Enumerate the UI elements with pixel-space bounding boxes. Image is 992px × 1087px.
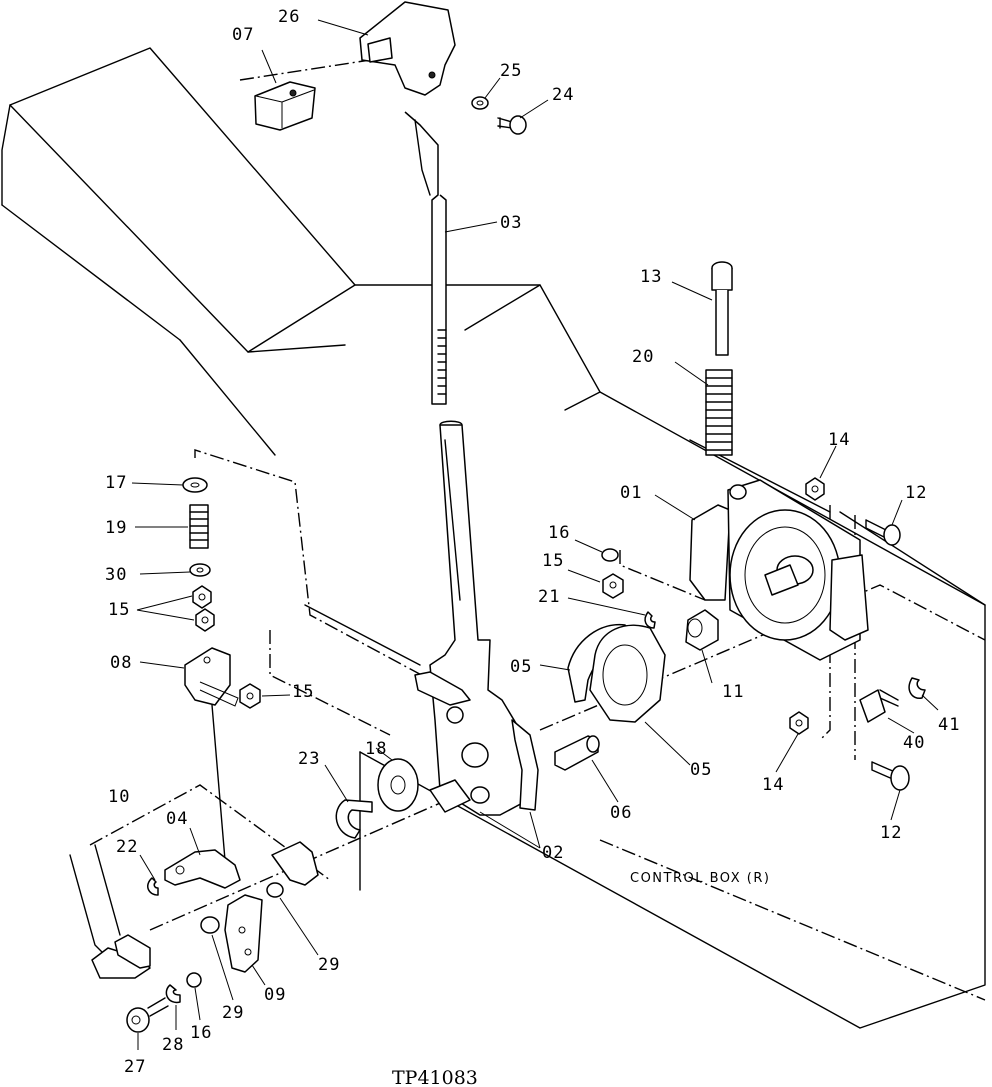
pin-06: [554, 735, 600, 771]
washer-17: [182, 477, 208, 493]
label-05-top: 05: [510, 657, 532, 677]
lever-bracket-02: [414, 420, 539, 816]
label-03: 03: [500, 213, 522, 233]
nut-15-upper: [192, 585, 212, 609]
label-15-right: 15: [542, 551, 564, 571]
label-01: 01: [620, 483, 642, 503]
label-28: 28: [162, 1035, 184, 1055]
label-05-bottom: 05: [690, 760, 712, 780]
label-29-right: 29: [318, 955, 340, 975]
label-10: 10: [108, 787, 130, 807]
nut-15-lower: [195, 608, 215, 632]
label-41: 41: [938, 715, 960, 735]
bolt-27: [126, 997, 169, 1033]
nut-15-right: [602, 573, 624, 599]
label-22: 22: [116, 837, 138, 857]
label-12-bottom: 12: [880, 823, 902, 843]
clip-41: [908, 677, 926, 699]
washer-29a: [266, 882, 284, 898]
spring-19: [189, 504, 209, 549]
nut-14-top: [805, 477, 825, 501]
label-06: 06: [610, 803, 632, 823]
label-14-bottom: 14: [762, 775, 784, 795]
washer-30: [189, 563, 211, 577]
clevis-08: [184, 647, 239, 707]
box-caption: CONTROL BOX (R): [630, 871, 770, 886]
link-plate-10: [69, 841, 319, 979]
label-18: 18: [365, 739, 387, 759]
washer-25: [471, 96, 489, 110]
spring-20: [705, 369, 733, 456]
washer-29b: [200, 916, 220, 934]
label-15-clevis: 15: [292, 682, 314, 702]
label-27: 27: [124, 1057, 146, 1077]
label-04: 04: [166, 809, 188, 829]
link-rod: [211, 704, 226, 861]
label-13: 13: [640, 267, 662, 287]
figure-id: TP41083: [392, 1067, 478, 1087]
bolt-12-bottom: [871, 761, 910, 791]
label-15-left: 15: [108, 600, 130, 620]
clip-28: [165, 984, 181, 1004]
bolt-40: [859, 689, 899, 723]
label-24: 24: [552, 85, 574, 105]
label-25: 25: [500, 61, 522, 81]
washer-16-bottom: [186, 972, 202, 988]
plate-09: [224, 894, 263, 973]
washer-16-right: [601, 548, 619, 562]
label-26: 26: [278, 7, 300, 27]
washer-18: [377, 758, 419, 812]
nut-14-bottom: [789, 711, 809, 735]
nut-15-clevis: [239, 683, 261, 709]
label-08: 08: [110, 653, 132, 673]
bolt-12-top: [865, 519, 901, 546]
label-14-top: 14: [828, 430, 850, 450]
label-17: 17: [105, 473, 127, 493]
label-09: 09: [264, 985, 286, 1005]
label-02: 02: [542, 843, 564, 863]
label-16-right: 16: [548, 523, 570, 543]
label-29-left: 29: [222, 1003, 244, 1023]
bracket-plate-01: [689, 479, 869, 661]
bushing-11: [685, 609, 719, 651]
label-21: 21: [538, 587, 560, 607]
label-12-top: 12: [905, 483, 927, 503]
label-19: 19: [105, 518, 127, 538]
lever-rod-03: [404, 111, 447, 405]
link-04: [164, 849, 241, 889]
friction-plate-05b: [589, 624, 666, 723]
knob-26: [359, 1, 456, 96]
label-40: 40: [903, 733, 925, 753]
clip-21: [644, 611, 656, 629]
clip-22: [147, 877, 159, 896]
label-16-bottom: 16: [190, 1023, 212, 1043]
leader-lines: [131, 19, 939, 1050]
part-labels: 26 07 25 24 03 13 20 14 12 01 16 15 21 1…: [105, 7, 960, 1077]
screw-24: [497, 115, 527, 135]
block-07: [254, 81, 316, 131]
bolt-13: [711, 261, 733, 356]
label-23: 23: [298, 749, 320, 769]
clip-23: [335, 799, 373, 839]
label-11: 11: [722, 682, 744, 702]
label-30: 30: [105, 565, 127, 585]
label-07: 07: [232, 25, 254, 45]
label-20: 20: [632, 347, 654, 367]
